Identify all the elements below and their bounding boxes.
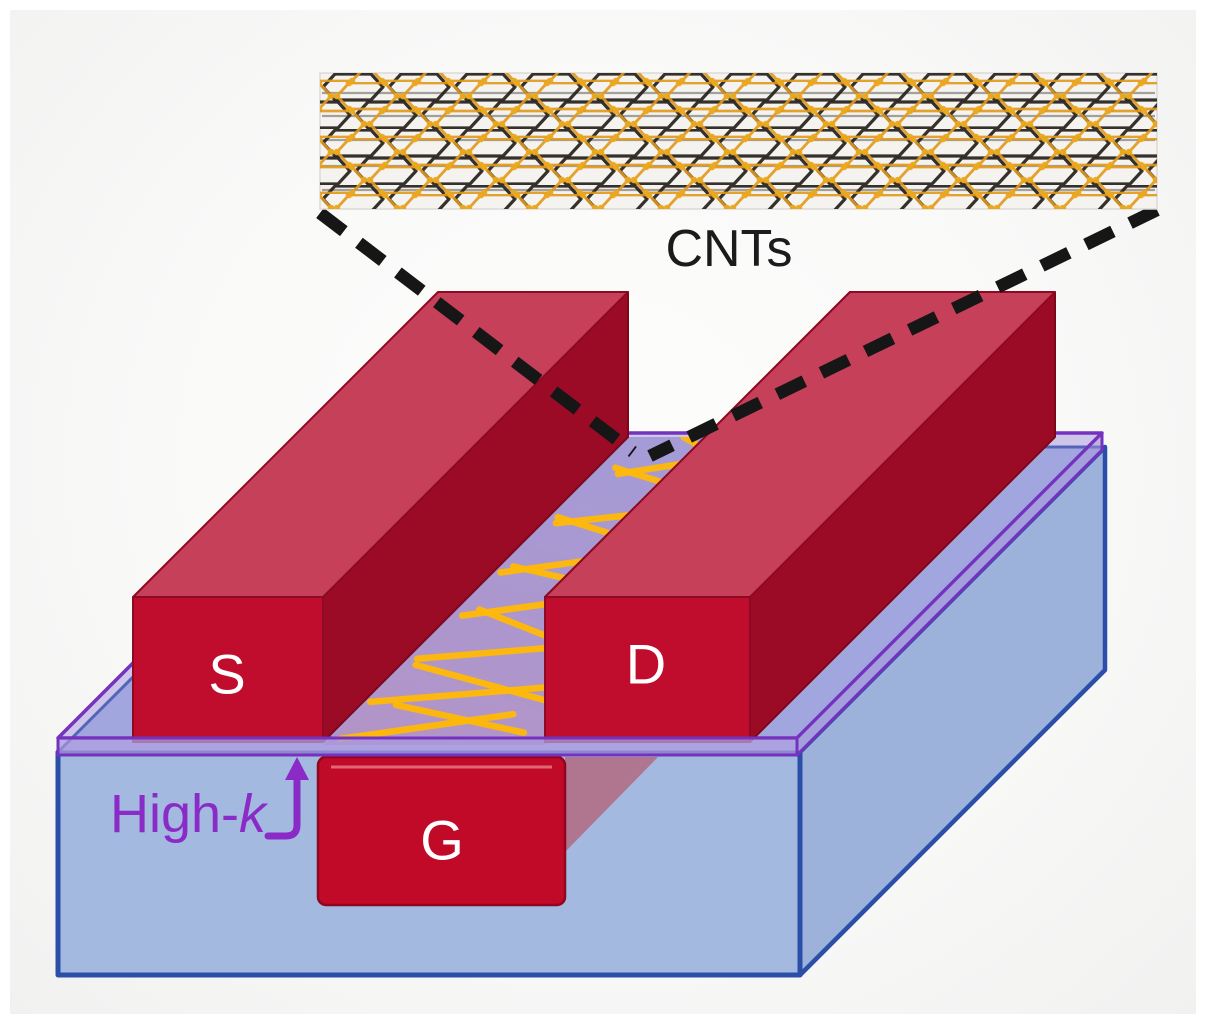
- gate-label: G: [420, 809, 464, 872]
- gate-recess-shadow: [565, 757, 658, 852]
- highk-arrow-shaft: [264, 775, 301, 840]
- highk-right-strip: [795, 431, 1104, 757]
- cnt-strand: [412, 661, 566, 709]
- source-label: S: [208, 643, 245, 706]
- gate-block: [316, 755, 567, 907]
- callout-line-right: [647, 204, 1160, 462]
- callout-line-left: [316, 208, 637, 457]
- drain-label: D: [626, 633, 666, 696]
- cnt-lattice-orange-mesh: [320, 73, 1157, 209]
- highk-label-part: High-: [110, 784, 239, 844]
- cnt-strand: [392, 701, 528, 736]
- cnts-label: CNTs: [665, 220, 792, 278]
- highk-front-strip: [56, 736, 799, 757]
- highk-arrow-head: [285, 757, 309, 780]
- highk-label: High-k: [110, 784, 269, 844]
- highk-label-part: k: [239, 784, 269, 844]
- cnt-strand: [336, 710, 517, 743]
- device-shapes-layer: [55, 204, 1160, 978]
- cnt-lattice-layer: [319, 72, 1158, 210]
